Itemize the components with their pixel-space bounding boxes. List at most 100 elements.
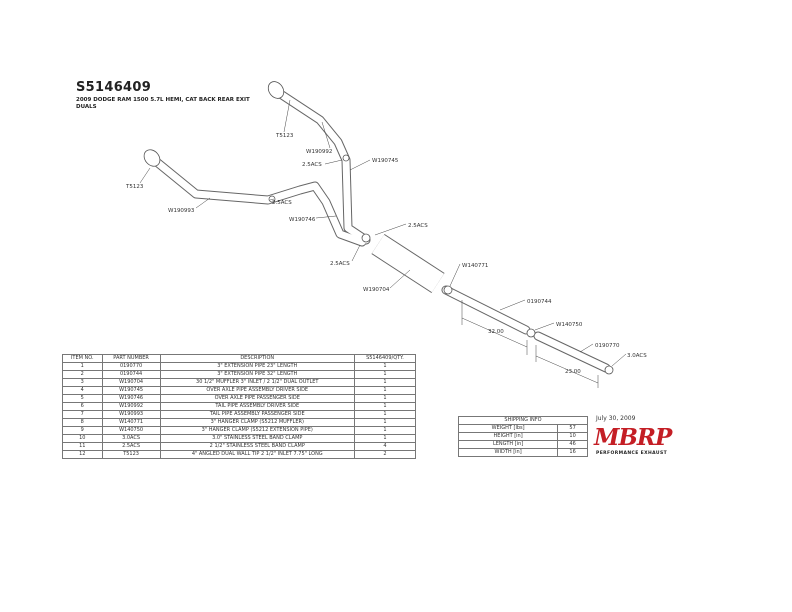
table-cell: W140771 — [101, 418, 161, 427]
table-cell: 10 — [557, 432, 588, 441]
table-cell: 2 — [62, 370, 103, 379]
table-cell: 0190744 — [101, 370, 161, 379]
table-cell: 1 — [353, 426, 417, 435]
callout-w190745: W190745 — [372, 158, 399, 164]
callout-0190744: 0190744 — [527, 299, 552, 305]
dimension-23: 23.00 — [565, 369, 581, 375]
bom-header: PART NUMBER — [101, 354, 161, 363]
part-number-title: S5146409 — [76, 80, 152, 95]
drawing-date: July 30, 2009 — [596, 415, 636, 422]
table-cell: 46 — [557, 440, 588, 449]
table-row: WEIGHT [lbs]57 — [457, 424, 588, 433]
table-cell: HEIGHT [in] — [457, 432, 559, 441]
table-cell: W190745 — [101, 386, 161, 395]
callout-2-5acs: 2.5ACS — [302, 162, 322, 168]
pipe-end-clamp — [604, 365, 614, 375]
subtitle-line-2: DUALS — [76, 104, 97, 110]
bom-header: DESCRIPTION — [159, 354, 355, 363]
table-cell: 5 — [62, 394, 103, 403]
callout-w190704: W190704 — [363, 287, 390, 293]
table-row: WIDTH [in]16 — [457, 448, 588, 457]
table-cell: 3" EXTENSION PIPE 32" LENGTH — [159, 370, 355, 379]
callout-3-0acs: 3.0ACS — [627, 353, 647, 359]
bom-header: ITEM NO. — [62, 354, 103, 363]
callout-2-5acs: 2.5ACS — [330, 261, 350, 267]
callout-w140771: W140771 — [462, 263, 488, 269]
table-cell: 3" HANGER CLAMP (S5212 MUFFLER) — [159, 418, 355, 427]
table-cell: 1 — [353, 410, 417, 419]
shipping-header: SHIPPING INFO — [458, 416, 588, 425]
table-cell: 9 — [62, 426, 103, 435]
callout-t5123: T5123 — [275, 133, 294, 139]
mbrp-logo: MBRP — [593, 425, 674, 449]
table-cell: TAIL PIPE ASSEMBLY DRIVER SIDE — [159, 402, 355, 411]
table-cell: 4" ANGLED DUAL WALL TIP 2 1/2" INLET 7.7… — [159, 450, 355, 459]
dimension-32: 32.00 — [488, 329, 504, 335]
tailpipe-clamp — [268, 195, 276, 203]
table-cell: 7 — [62, 410, 103, 419]
table-cell: W190992 — [101, 402, 161, 411]
table-cell: 10 — [62, 434, 103, 443]
table-cell: 3.0ACS — [101, 434, 161, 443]
callout-w190993: W190993 — [168, 208, 195, 214]
table-cell: WIDTH [in] — [457, 448, 559, 457]
table-cell: 16 — [557, 448, 588, 457]
bom-header-row: ITEM NO. PART NUMBER DESCRIPTION S514640… — [62, 354, 417, 363]
table-cell: 3.0" STAINLESS STEEL BAND CLAMP — [159, 434, 355, 443]
bom-header: S5146409/QTY. — [353, 354, 417, 363]
table-cell: 3" EXTENSION PIPE 23" LENGTH — [159, 362, 355, 371]
table-cell: 57 — [557, 424, 588, 433]
subtitle: 2009 DODGE RAM 1500 5.7L HEMI, CAT BACK … — [76, 97, 250, 111]
table-row: LENGTH [in]46 — [457, 440, 588, 449]
callout-w190746: W190746 — [289, 217, 316, 223]
table-cell: 30 1/2" MUFFLER 3" INLET / 2 1/2" DUAL O… — [159, 378, 355, 387]
bill-of-materials: ITEM NO. PART NUMBER DESCRIPTION S514640… — [62, 354, 417, 459]
muffler-inlet-clamp — [361, 233, 371, 243]
callout-2-5acs: 2.5ACS — [408, 223, 428, 229]
table-cell: 1 — [353, 394, 417, 403]
table-cell: 6 — [62, 402, 103, 411]
table-cell: 2.5ACS — [101, 442, 161, 451]
table-cell: 1 — [353, 370, 417, 379]
callout-2-5acs: 2.5ACS — [272, 200, 292, 206]
table-cell: 1 — [353, 386, 417, 395]
logo-tagline: PERFORMANCE EXHAUST — [596, 451, 668, 456]
callout-w140750: W140750 — [556, 322, 583, 328]
table-cell: 11 — [62, 442, 103, 451]
table-cell: 3 — [62, 378, 103, 387]
table-cell: T5123 — [101, 450, 161, 459]
leader-lines — [139, 99, 627, 388]
table-cell: TAIL PIPE ASSEMBLY PASSENGER SIDE — [159, 410, 355, 419]
table-cell: 1 — [353, 434, 417, 443]
table-cell: W190746 — [101, 394, 161, 403]
table-cell: 4 — [62, 386, 103, 395]
table-cell: 1 — [353, 378, 417, 387]
table-cell: 8 — [62, 418, 103, 427]
table-cell: 12 — [62, 450, 103, 459]
subtitle-line-1: 2009 DODGE RAM 1500 5.7L HEMI, CAT BACK … — [76, 97, 250, 103]
callout-0190770: 0190770 — [595, 343, 620, 349]
table-cell: 4 — [353, 442, 417, 451]
table-cell: 1 — [353, 418, 417, 427]
table-cell: W190704 — [101, 378, 161, 387]
table-cell: 1 — [62, 362, 103, 371]
table-cell: 1 — [353, 362, 417, 371]
table-cell: LENGTH [in] — [457, 440, 559, 449]
pipe-outlines — [153, 90, 611, 373]
table-row: HEIGHT [in]10 — [457, 432, 588, 441]
driver-tip — [267, 81, 285, 99]
table-cell: W190993 — [101, 410, 161, 419]
